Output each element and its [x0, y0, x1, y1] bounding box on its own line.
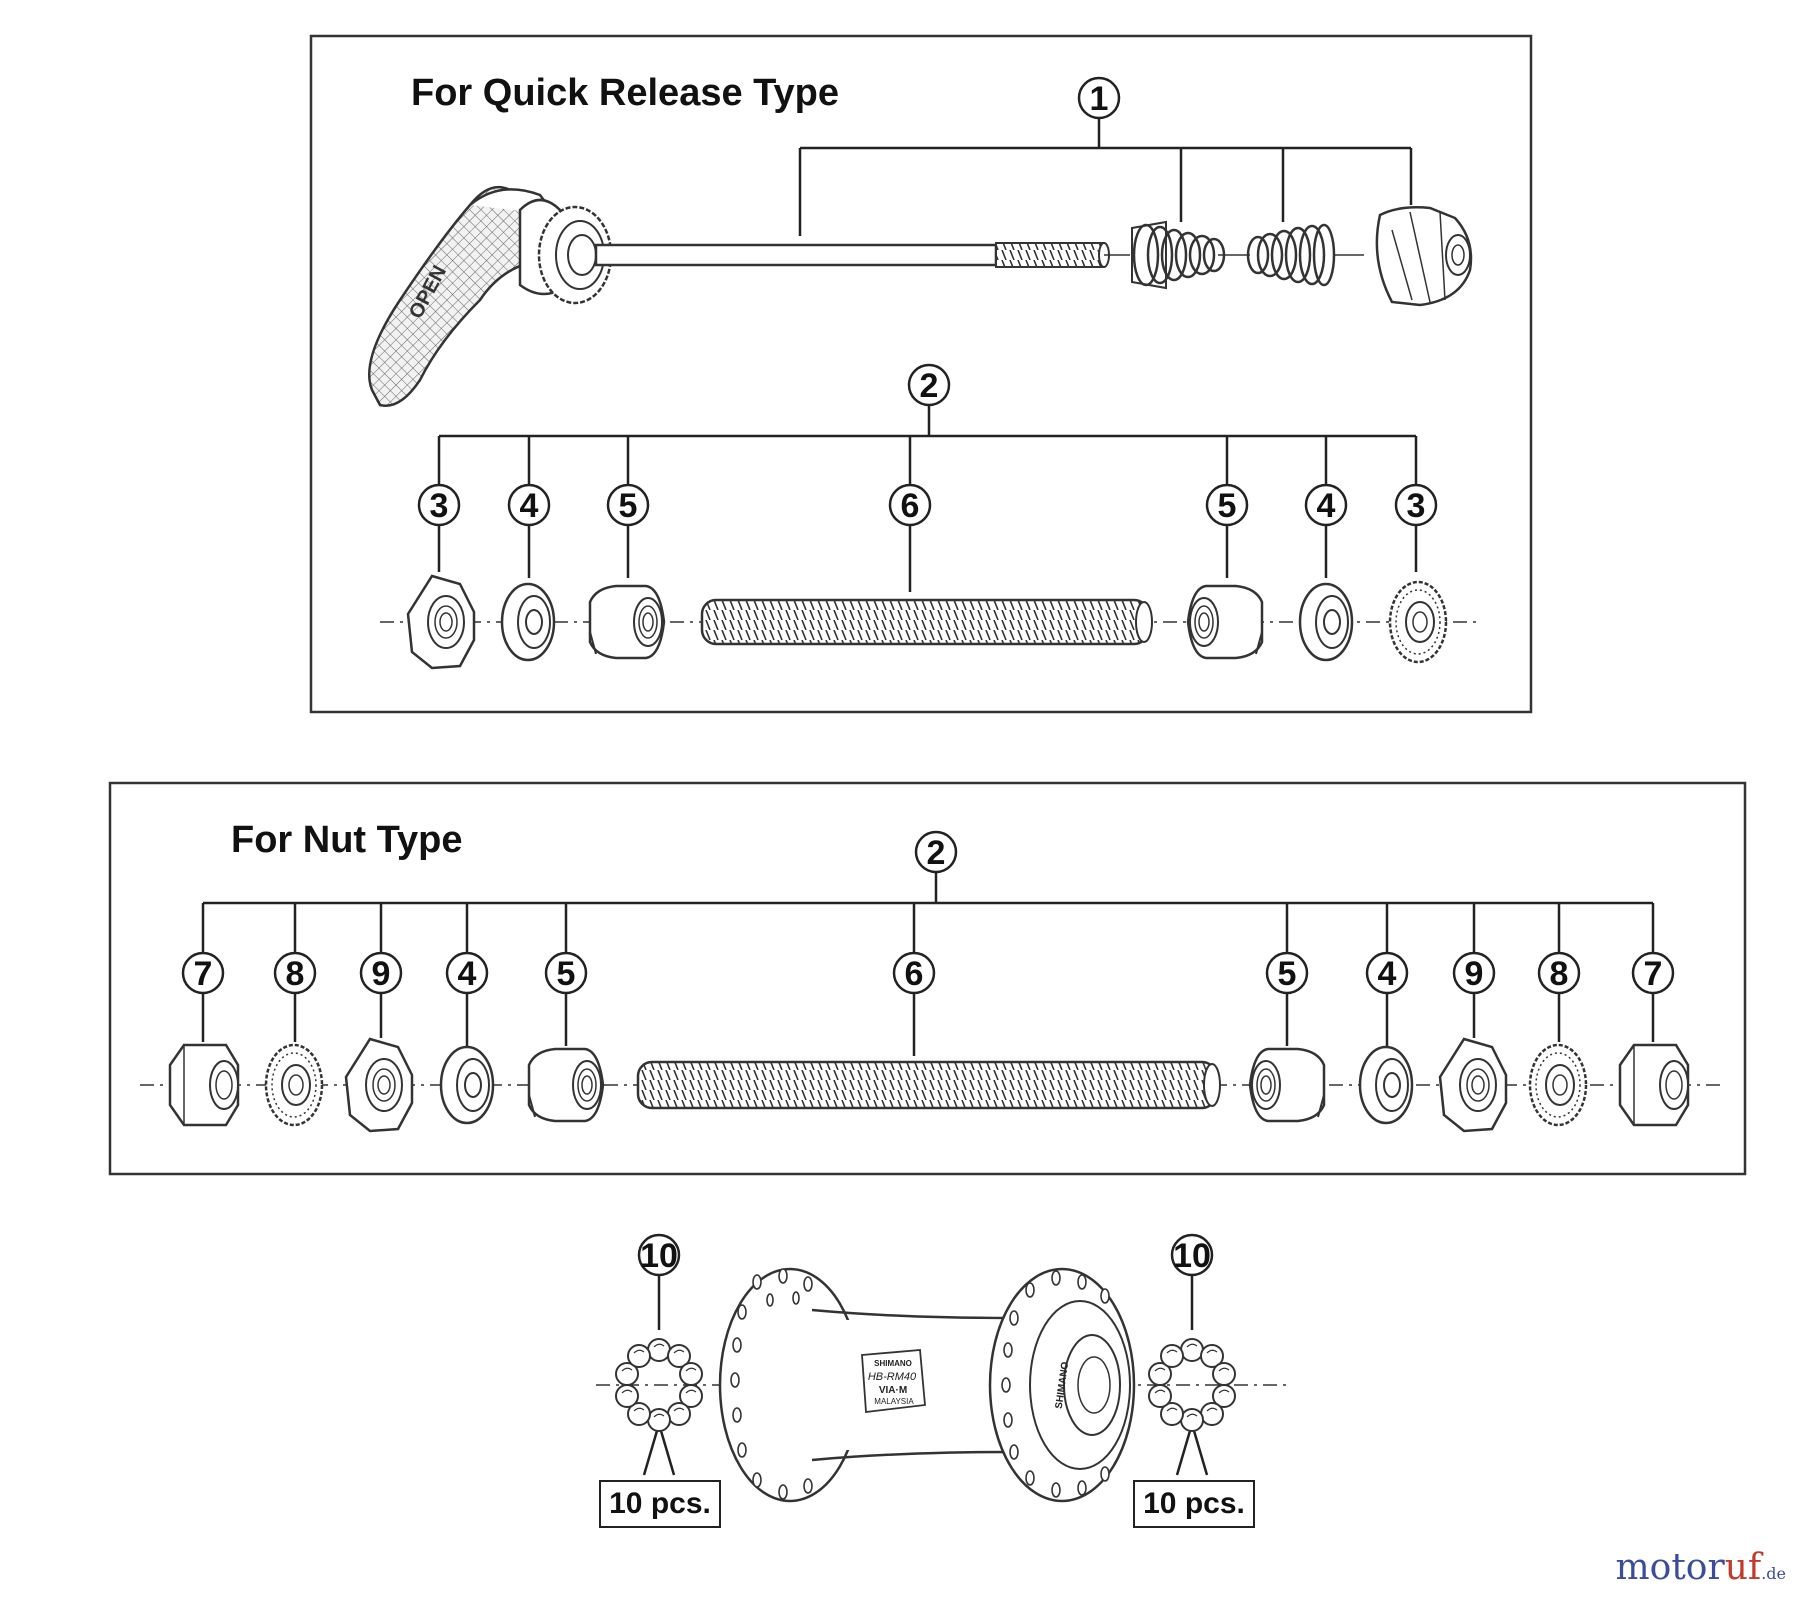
svg-text:4: 4	[458, 955, 477, 993]
callout-2-nut: 2	[914, 830, 958, 874]
qr-washer-right	[1298, 582, 1354, 662]
callout-9-nut-right: 9	[1452, 951, 1496, 995]
nut-axle-nut-left	[168, 1043, 240, 1127]
callout-8-nut-left: 8	[273, 951, 317, 995]
svg-text:4: 4	[1317, 487, 1336, 525]
callout-4-nut-right: 4	[1365, 951, 1409, 995]
callout-10-leaders	[642, 1275, 1209, 1476]
watermark-logo: motoruf.de	[1615, 1547, 1786, 1588]
callout-4-qr-right: 4	[1304, 483, 1348, 527]
callout-5-nut-left: 5	[544, 951, 588, 995]
nut-type-section-title: For Nut Type	[231, 819, 463, 861]
hub-body: SHIMANO HB-RM40 VIA·M MALAYSIA SHIMANO	[718, 1267, 1136, 1503]
svg-text:9: 9	[372, 955, 391, 993]
svg-text:5: 5	[557, 955, 576, 993]
callout-9-nut-left: 9	[359, 951, 403, 995]
svg-text:3: 3	[1407, 487, 1426, 525]
hub-label-code: VIA·M	[879, 1385, 907, 1396]
svg-text:7: 7	[194, 955, 213, 993]
nut-lock-nut-left	[344, 1037, 414, 1133]
hub-label-brand: SHIMANO	[874, 1359, 912, 1368]
svg-text:8: 8	[1550, 955, 1569, 993]
svg-text:9: 9	[1465, 955, 1484, 993]
svg-text:5: 5	[619, 487, 638, 525]
callout-3-qr-right: 3	[1394, 483, 1438, 527]
skewer-spring-right	[1246, 223, 1336, 287]
hub-label-model: HB-RM40	[868, 1371, 917, 1383]
callout-8-nut-right: 8	[1537, 951, 1581, 995]
nut-cone-left	[527, 1047, 605, 1123]
bearing-qty-left: 10 pcs.	[599, 1480, 721, 1528]
bearing-qty-right: 10 pcs.	[1133, 1480, 1255, 1528]
callout-1-leader	[798, 118, 1413, 236]
qr-washer-left	[500, 582, 556, 662]
qr-cone-right	[1186, 584, 1264, 660]
skewer-adjusting-nut	[1375, 206, 1473, 307]
skewer-spring-left	[1131, 220, 1226, 290]
svg-text:8: 8	[286, 955, 305, 993]
callout-2-qr: 2	[907, 363, 951, 407]
nut-type-frame	[108, 781, 1747, 1176]
bearing-balls-right	[1148, 1338, 1236, 1432]
svg-text:5: 5	[1218, 487, 1237, 525]
quick-release-section-title: For Quick Release Type	[411, 72, 840, 114]
callout-7-nut-right: 7	[1631, 951, 1675, 995]
callout-4-nut-left: 4	[445, 951, 489, 995]
nut-washer-right	[1358, 1045, 1414, 1125]
svg-text:1: 1	[1090, 80, 1109, 118]
callout-10-right: 10	[1170, 1233, 1214, 1277]
svg-text:2: 2	[920, 367, 939, 405]
qr-hub-axle	[700, 598, 1150, 646]
svg-text:6: 6	[905, 955, 924, 993]
callout-10-left: 10	[637, 1233, 681, 1277]
callout-5-qr-right: 5	[1205, 483, 1249, 527]
callout-6-qr: 6	[888, 483, 932, 527]
qr-lock-nut-right	[1388, 580, 1448, 664]
quick-release-frame	[309, 34, 1533, 714]
callout-4-qr-left: 4	[507, 483, 551, 527]
nut-axle-nut-right	[1618, 1043, 1690, 1127]
svg-text:4: 4	[520, 487, 539, 525]
qr-lock-nut-left	[406, 574, 476, 670]
callout-3-qr-left: 3	[417, 483, 461, 527]
svg-text:2: 2	[927, 834, 946, 872]
nut-lock-nut-right	[1438, 1037, 1508, 1133]
callout-1: 1	[1077, 76, 1121, 120]
callout-5-nut-right: 5	[1265, 951, 1309, 995]
nut-washer-left	[439, 1045, 495, 1125]
svg-text:7: 7	[1644, 955, 1663, 993]
svg-text:4: 4	[1378, 955, 1397, 993]
callout-7-nut-left: 7	[181, 951, 225, 995]
nut-cone-right	[1248, 1047, 1326, 1123]
svg-text:3: 3	[430, 487, 449, 525]
nut-lock-washer-right	[1528, 1043, 1588, 1127]
callouts: 1 2 3 4 5 6 5 4 3 2 7 8 9 4 5 6 5 4 9 8 …	[181, 76, 1675, 1277]
svg-text:10: 10	[640, 1237, 678, 1275]
quick-release-skewer: OPEN	[368, 185, 1110, 407]
callout-2-leader-nut	[201, 872, 1655, 1056]
callout-6-nut: 6	[892, 951, 936, 995]
hub-label-origin: MALAYSIA	[874, 1397, 914, 1406]
svg-text:6: 6	[901, 487, 920, 525]
nut-lock-washer-left	[264, 1043, 324, 1127]
nut-hub-axle	[636, 1060, 1218, 1110]
callout-5-qr-left: 5	[606, 483, 650, 527]
callout-2-leader-qr	[437, 405, 1418, 592]
svg-text:5: 5	[1278, 955, 1297, 993]
qr-cone-left	[588, 584, 666, 660]
svg-text:10: 10	[1173, 1237, 1211, 1275]
